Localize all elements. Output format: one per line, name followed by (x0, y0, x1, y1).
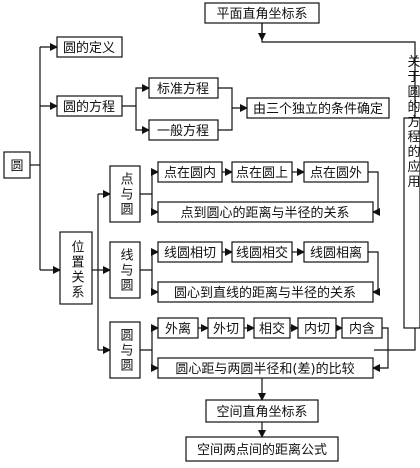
apart-text: 外离 (165, 321, 191, 337)
node-intersect-cc: 相交 (253, 317, 291, 339)
node-title: 平面直角坐标系 (204, 2, 320, 24)
node-outside: 点在圆外 (303, 161, 369, 183)
three-conditions-text: 由三个独立的条件确定 (253, 101, 383, 117)
node-point-circle: 点与圆 (109, 165, 141, 223)
node-space-coord: 空间直角坐标系 (205, 399, 319, 423)
node-inside: 点在圆内 (157, 161, 223, 183)
circle-text: 圆 (10, 159, 23, 174)
node-separate-lc: 线圆相离 (303, 241, 369, 263)
on-circle-text: 点在圆上 (236, 166, 288, 181)
node-application: 关于圆的方程的应用 (403, 55, 420, 329)
edge-contain-to-dist (372, 327, 389, 372)
edge-separate-to-dist (368, 251, 380, 296)
edge-pc-to-inside (140, 168, 159, 195)
node-on-circle: 点在圆上 (231, 161, 293, 183)
node-equation: 圆的方程 (56, 95, 123, 117)
point-circle-text: 点与圆 (118, 172, 134, 217)
edge-lc-to-dist (151, 270, 159, 296)
node-line-circle: 线与圆 (109, 241, 141, 299)
node-tangent-lc: 线圆相切 (157, 241, 223, 263)
node-int-tangent: 内切 (297, 317, 337, 339)
node-ext-tangent: 外切 (207, 317, 245, 339)
space-coord-text: 空间直角坐标系 (216, 405, 307, 420)
application-text: 关于圆的方程的应用 (405, 55, 420, 190)
edge-lc-to-tangent (140, 248, 159, 271)
edge-to-general (135, 106, 150, 134)
edge-outside-to-dist (368, 171, 380, 216)
node-center-dist: 圆心距与两圆半径和(差)的比较 (157, 357, 374, 379)
node-general-eq: 一般方程 (148, 119, 219, 141)
standard-eq-text: 标准方程 (157, 81, 209, 97)
edge-to-standard (122, 84, 150, 107)
outside-text: 点在圆外 (310, 166, 362, 181)
edge-standard-to-conditions (218, 87, 248, 112)
intersect-lc-text: 线圆相交 (236, 245, 288, 261)
node-apart: 外离 (157, 317, 199, 339)
edge-general-to-conditions (218, 108, 233, 131)
node-circle-circle: 圆与圆 (109, 321, 141, 379)
node-point-dist: 点到圆心的距离与半径的关系 (157, 201, 374, 223)
separate-lc-text: 线圆相离 (310, 245, 362, 261)
position-text: 位置关系 (69, 240, 85, 300)
node-position: 位置关系 (59, 231, 93, 305)
line-dist-text: 圆心到直线的距离与半径的关系 (174, 285, 356, 301)
node-definition: 圆的定义 (56, 36, 123, 58)
title-text: 平面直角坐标系 (216, 7, 307, 22)
point-dist-text: 点到圆心的距离与半径的关系 (180, 205, 349, 221)
equation-text: 圆的方程 (63, 99, 115, 115)
space-dist-text: 空间两点间的距离公式 (197, 442, 327, 458)
edge-application-to-bottom (374, 328, 416, 351)
definition-text: 圆的定义 (63, 40, 115, 56)
node-intersect-lc: 线圆相交 (231, 241, 293, 263)
node-contain: 内含 (341, 317, 383, 339)
connectors (30, 22, 416, 438)
general-eq-text: 一般方程 (157, 123, 209, 139)
node-standard-eq: 标准方程 (148, 77, 219, 99)
node-circle: 圆 (3, 151, 31, 179)
line-circle-text: 线与圆 (118, 248, 134, 293)
node-line-dist: 圆心到直线的距离与半径的关系 (157, 281, 374, 303)
intersect-cc-text: 相交 (259, 321, 285, 337)
edge-pc-to-dist (151, 194, 159, 216)
circle-circle-text: 圆与圆 (118, 328, 134, 373)
inside-text: 点在圆内 (164, 165, 216, 181)
edge-cc-to-apart (140, 324, 159, 351)
contain-text: 内含 (349, 321, 375, 337)
center-dist-text: 圆心距与两圆半径和(差)的比较 (175, 361, 354, 377)
int-tangent-text: 内切 (304, 321, 330, 337)
node-space-dist: 空间两点间的距离公式 (185, 436, 339, 462)
tangent-lc-text: 线圆相切 (164, 246, 216, 261)
node-three-conditions: 由三个独立的条件确定 (246, 97, 390, 119)
edge-cc-to-dist (151, 350, 159, 372)
ext-tangent-text: 外切 (213, 322, 239, 337)
